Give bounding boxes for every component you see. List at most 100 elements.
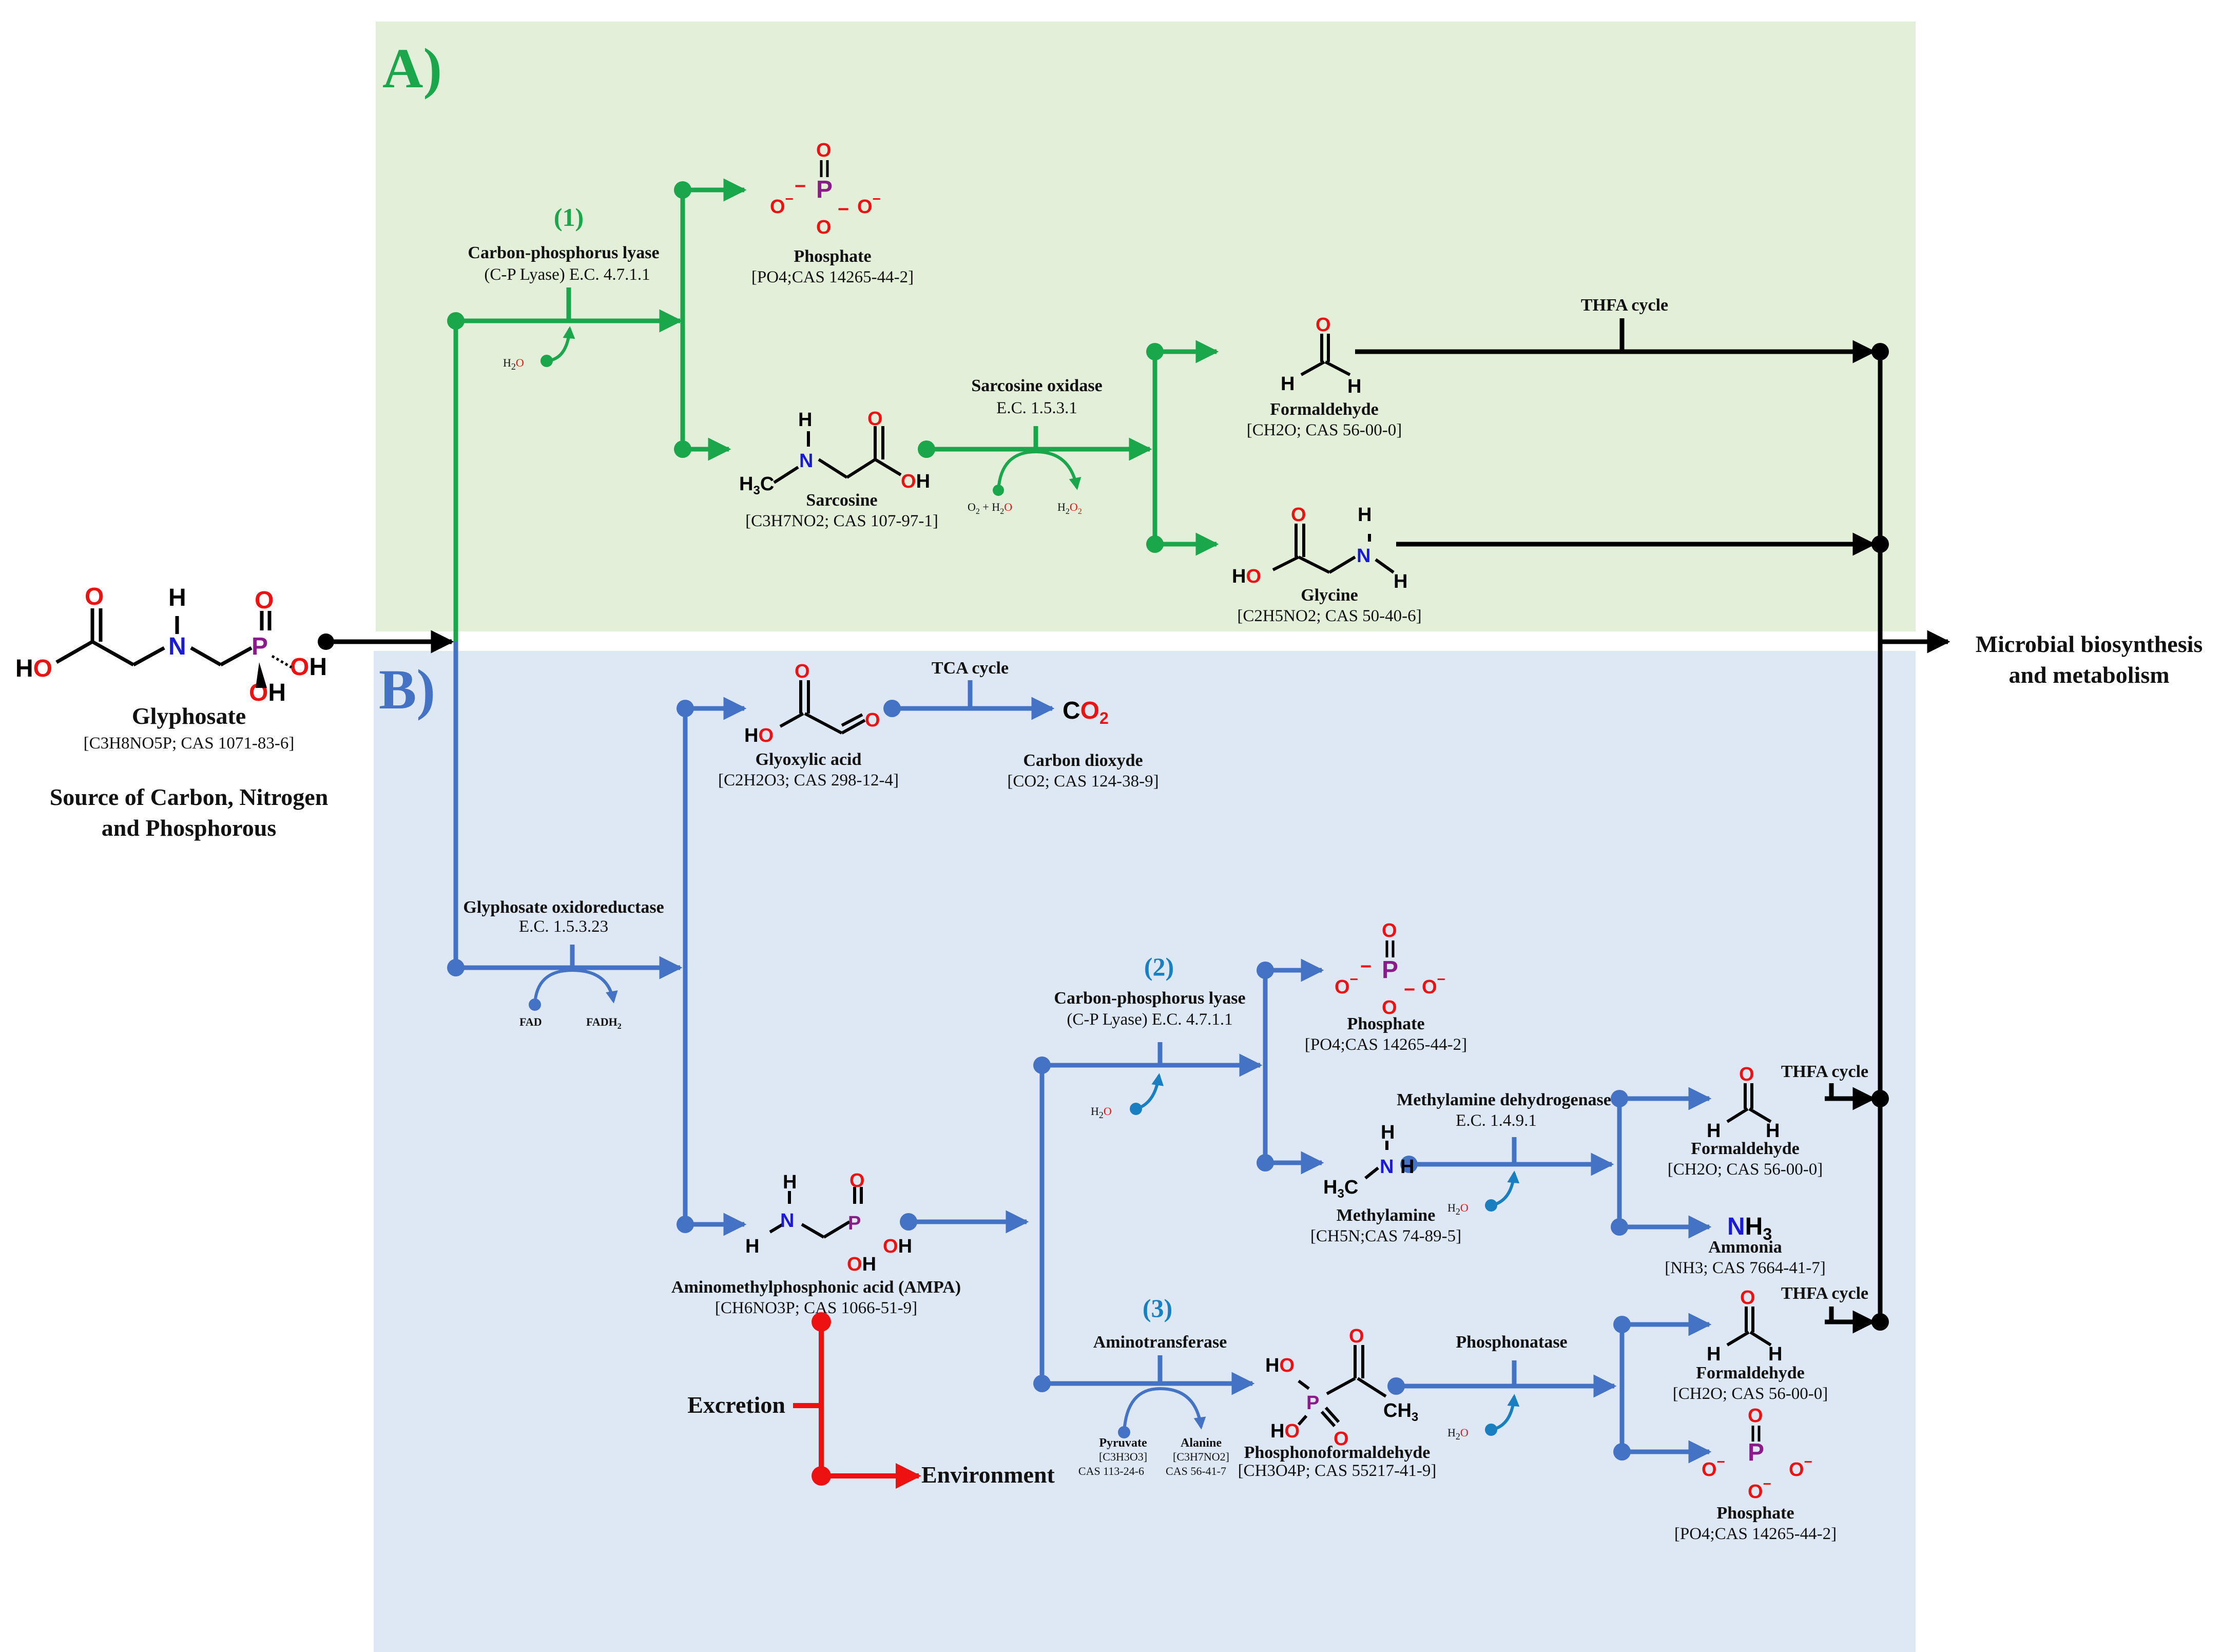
svg-text:H: H — [1347, 376, 1361, 397]
panel-b-label: B) — [379, 658, 435, 721]
methylamine-structure — [1364, 1141, 1388, 1180]
pyruvate-cas: CAS 113-24-6 — [1078, 1465, 1144, 1477]
gox-ec: E.C. 1.5.3.23 — [519, 917, 608, 936]
mad-ec: E.C. 1.4.9.1 — [1456, 1111, 1537, 1130]
phosphonatase-label: Phosphonatase — [1456, 1333, 1567, 1352]
svg-text:−: − — [838, 199, 849, 220]
svg-text:O: O — [1291, 504, 1306, 526]
svg-text:N: N — [780, 1210, 794, 1232]
alanine-cas: CAS 56-41-7 — [1166, 1465, 1226, 1477]
glyoxylic-name: Glyoxylic acid — [756, 750, 862, 769]
sarcosine-oxidase-ec: E.C. 1.5.3.1 — [996, 399, 1077, 417]
cp-lyase-a-label: Carbon-phosphorus lyase — [468, 243, 659, 262]
alanine-formula: [C3H7NO2] — [1173, 1450, 1229, 1463]
mad-label: Methylamine dehydrogenase — [1397, 1090, 1611, 1109]
metabolism-connectors — [1355, 318, 1950, 1322]
pfa-structure — [1297, 1345, 1387, 1427]
ammonia-cas: [NH3; CAS 7664-41-7] — [1665, 1259, 1825, 1277]
cp-lyase-a-ec: (C-P Lyase) E.C. 4.7.1.1 — [484, 265, 650, 284]
svg-text:O: O — [849, 1170, 865, 1192]
svg-text:O: O — [1382, 997, 1397, 1019]
svg-text:N: N — [1357, 545, 1370, 567]
glycine-cas: [C2H5NO2; CAS 50-40-6] — [1237, 607, 1421, 625]
methylamine-cas: [CH5N;CAS 74-89-5] — [1310, 1227, 1461, 1245]
co2-cas: [CO2; CAS 124-38-9] — [1007, 772, 1158, 791]
pfa-cas: [CH3O4P; CAS 55217-41-9] — [1238, 1462, 1437, 1480]
svg-text:H: H — [168, 584, 186, 611]
glyoxylic-cas: [C2H2O3; CAS 298-12-4] — [718, 771, 899, 790]
ampa-structure — [769, 1187, 863, 1239]
formaldehyde-a-name: Formaldehyde — [1270, 400, 1379, 419]
svg-text:O: O — [85, 583, 104, 610]
sarcosine-structure — [773, 426, 902, 484]
svg-text:H: H — [745, 1236, 759, 1257]
phosphate-b-structure: P O O− O− O − − — [1335, 920, 1445, 1019]
svg-text:N: N — [1380, 1156, 1394, 1178]
glyphosate-formula: [C3H8NO5P; CAS 1071-83-6] — [84, 734, 295, 753]
svg-text:O: O — [1349, 1326, 1364, 1347]
output-line2: and metabolism — [2008, 662, 2169, 688]
svg-text:O: O — [1316, 314, 1331, 336]
svg-text:O: O — [1334, 1428, 1349, 1450]
svg-text:H: H — [15, 655, 33, 682]
glyphosate-source-line2: and Phosphorous — [102, 815, 277, 841]
environment-label: Environment — [921, 1462, 1055, 1488]
phosphate-a-name: Phosphate — [794, 247, 871, 266]
formaldehyde-b2-cas: [CH2O; CAS 56-00-0] — [1673, 1385, 1828, 1403]
excretion-label: Excretion — [687, 1392, 785, 1418]
methylamine-name: Methylamine — [1337, 1206, 1436, 1225]
output-line1: Microbial biosynthesis — [1976, 631, 2203, 657]
ammonia-name: Ammonia — [1708, 1238, 1782, 1257]
svg-text:H: H — [1394, 571, 1407, 592]
aminotransferase-label: Aminotransferase — [1093, 1333, 1227, 1352]
svg-text:O: O — [867, 408, 883, 430]
svg-text:OH: OH — [883, 1236, 912, 1257]
svg-text:N: N — [168, 633, 186, 660]
svg-text:P: P — [816, 176, 833, 203]
svg-text:−: − — [1360, 956, 1372, 977]
step-3-label: (3) — [1143, 1294, 1172, 1322]
formaldehyde-b1-structure — [1726, 1083, 1772, 1123]
formaldehyde-a-cas: [CH2O; CAS 56-00-0] — [1247, 421, 1402, 439]
pyruvate-formula: [C3H3O3] — [1099, 1450, 1147, 1463]
svg-text:O: O — [1748, 1405, 1763, 1427]
formaldehyde-b2-name: Formaldehyde — [1696, 1363, 1805, 1382]
panel-a-background — [376, 22, 1916, 631]
svg-text:H3C: H3C — [1323, 1177, 1358, 1201]
svg-text:O: O — [255, 587, 274, 614]
svg-text:H: H — [798, 409, 812, 431]
sarcosine-oxidase-label: Sarcosine oxidase — [971, 376, 1102, 395]
svg-text:H: H — [1707, 1120, 1721, 1142]
svg-text:P: P — [1306, 1392, 1319, 1414]
step-2-label: (2) — [1144, 952, 1174, 981]
panel-a-label: A) — [382, 37, 442, 100]
thfa-b2-label: THFA cycle — [1781, 1284, 1868, 1303]
svg-text:O: O — [1382, 920, 1397, 942]
svg-text:H: H — [1768, 1343, 1782, 1365]
tca-label: TCA cycle — [932, 659, 1009, 678]
glycine-structure — [1272, 524, 1395, 574]
svg-text:−: − — [795, 176, 806, 197]
ampa-name: Aminomethylphosphonic acid (AMPA) — [671, 1278, 961, 1297]
svg-text:HO: HO — [15, 655, 52, 682]
sarcosine-name: Sarcosine — [806, 491, 877, 510]
phosphate-b-cas: [PO4;CAS 14265-44-2] — [1305, 1035, 1467, 1054]
excretion-path — [793, 1322, 921, 1489]
phosphate-b-name: Phosphate — [1347, 1014, 1424, 1033]
svg-text:P: P — [1748, 1439, 1764, 1466]
glyphosate-source-line1: Source of Carbon, Nitrogen — [50, 784, 329, 810]
co2-name: Carbon dioxyde — [1023, 751, 1143, 770]
svg-text:H: H — [1381, 1122, 1395, 1143]
svg-text:H: H — [1766, 1120, 1780, 1142]
svg-text:H: H — [1281, 373, 1295, 395]
svg-text:H: H — [1707, 1343, 1721, 1365]
svg-text:P: P — [1382, 956, 1398, 984]
svg-text:O: O — [1739, 1064, 1754, 1085]
alanine-label: Alanine — [1181, 1436, 1222, 1450]
glyphosate-structure — [55, 608, 272, 667]
fad-label: FAD — [519, 1015, 542, 1028]
glyphosate-name: Glyphosate — [132, 703, 246, 729]
thfa-b1-label: THFA cycle — [1781, 1062, 1868, 1081]
formaldehyde-b1-name: Formaldehyde — [1691, 1139, 1800, 1158]
